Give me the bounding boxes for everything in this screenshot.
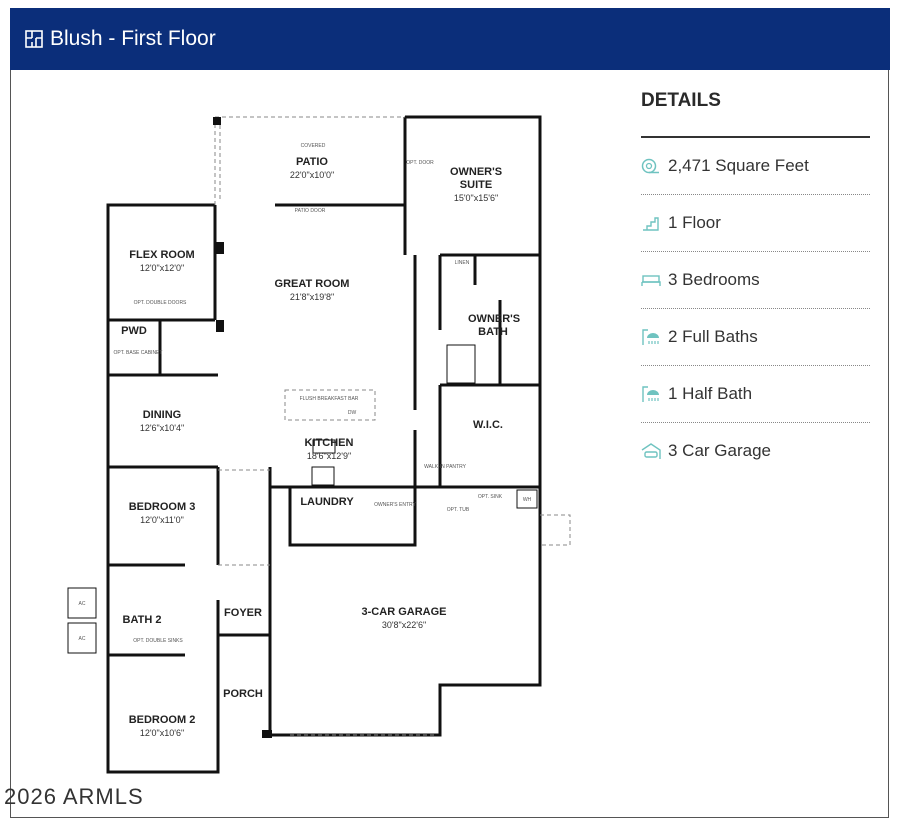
room-owners-bath: OWNER'S BATH <box>468 313 521 338</box>
watermark: 2026 ARMLS <box>4 784 144 809</box>
detail-half-baths: 1 Half Bath <box>641 366 870 423</box>
note-opt-door: OPT. DOOR <box>406 160 434 166</box>
details-heading: DETAILS <box>641 90 870 138</box>
note-opt-sink: OPT. SINK <box>477 494 503 500</box>
detail-full-baths: 2 Full Baths <box>641 309 870 366</box>
room-wic: W.I.C. <box>473 419 503 431</box>
detail-garage: 3 Car Garage <box>641 423 870 479</box>
room-porch: PORCH <box>223 688 263 700</box>
note-pantry: WALK-IN PANTRY <box>424 464 466 470</box>
note-covered: COVERED <box>300 143 326 149</box>
page-title: Blush - First Floor <box>50 27 216 50</box>
content-frame <box>10 70 889 818</box>
note-opt-tub: OPT. TUB <box>446 507 470 513</box>
note-dw: DW <box>347 410 357 416</box>
note-patio-door: PATIO DOOR <box>294 208 326 214</box>
note-ac: AC <box>78 601 86 607</box>
detail-bedrooms: 3 Bedrooms <box>641 252 870 309</box>
stairs-icon <box>643 217 659 231</box>
note-double-doors: OPT. DOUBLE DOORS <box>133 300 187 306</box>
note-ac-2: AC <box>78 636 86 642</box>
note-base-cabinet: OPT. BASE CABINET <box>113 350 163 356</box>
bed-icon <box>641 275 661 286</box>
header-bar: Blush - First Floor <box>10 8 890 70</box>
note-owners-entry: OWNER'S ENTRY <box>374 502 416 508</box>
room-pwd: PWD <box>121 325 147 337</box>
note-double-sinks: OPT. DOUBLE SINKS <box>133 638 183 644</box>
note-wh: WH <box>522 497 532 503</box>
floorplan-icon <box>25 30 43 48</box>
detail-sqft: 2,471 Square Feet <box>641 138 870 195</box>
tape-measure-icon <box>641 158 659 174</box>
room-bath-2: BATH 2 <box>122 614 162 626</box>
details-panel: DETAILS 2,471 Square Feet 1 Floor 3 Bedr… <box>641 90 870 479</box>
note-linen: LINEN <box>454 260 470 266</box>
shower-icon <box>642 386 659 402</box>
shower-icon <box>642 329 659 345</box>
note-breakfast-bar: FLUSH BREAKFAST BAR <box>299 396 359 402</box>
detail-floors: 1 Floor <box>641 195 870 252</box>
garage-icon <box>641 443 661 459</box>
room-laundry: LAUNDRY <box>300 496 354 508</box>
room-foyer: FOYER <box>224 607 262 619</box>
